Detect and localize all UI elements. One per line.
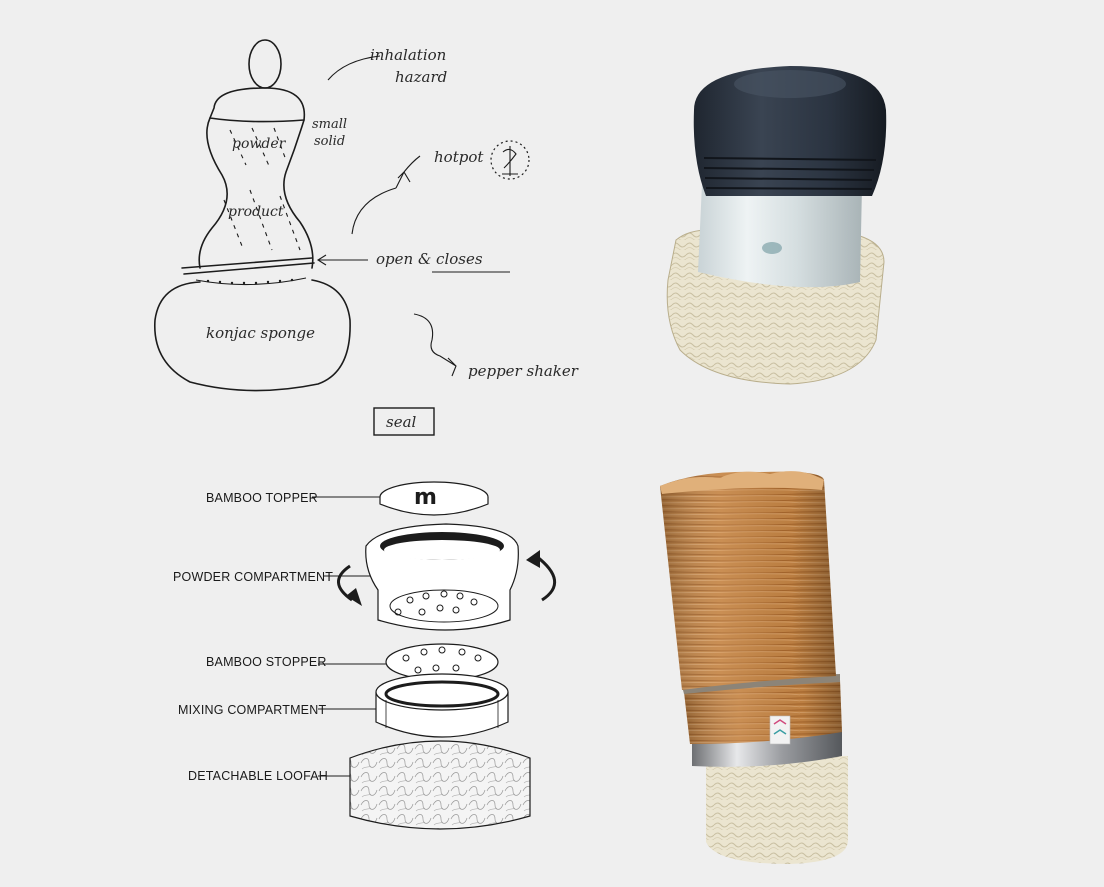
seal-box	[373, 407, 435, 436]
note-solid-2: solid	[314, 134, 345, 149]
sponge-sketch	[154, 279, 351, 392]
label-bamboo-topper: BAMBOO TOPPER	[206, 491, 318, 505]
label-seal: seal	[386, 413, 417, 431]
cap-loop-sketch	[248, 39, 282, 89]
label-mixing-compartment: MIXING COMPARTMENT	[178, 703, 326, 717]
brand-logo-icon: m	[414, 485, 437, 510]
bamboo-topper-part: m	[379, 481, 489, 516]
note-hazard-2: hazard	[395, 68, 447, 86]
concept-sketch: inhalation hazard small solid powder pro…	[154, 39, 579, 436]
label-powder: powder	[232, 136, 287, 152]
bottle-base-sketch	[195, 277, 307, 286]
wood-top-edge	[660, 471, 824, 494]
label-powder-compartment: POWDER COMPARTMENT	[173, 570, 333, 584]
open-close-arrowhead	[316, 254, 327, 266]
pepper-arrow	[413, 313, 457, 377]
cap-ridges	[703, 157, 877, 190]
mixing-compartment-part	[375, 673, 509, 738]
hotpot-icon	[490, 140, 530, 180]
hotpot-arrow	[351, 155, 421, 235]
label-bamboo-stopper: BAMBOO STOPPER	[206, 655, 327, 669]
label-detachable-loofah: DETACHABLE LOOFAH	[188, 769, 328, 783]
note-pepper: pepper shaker	[468, 362, 579, 380]
stopper-holes	[402, 646, 482, 674]
glass-reflection	[762, 242, 782, 254]
wood-seam-band	[682, 674, 840, 694]
bottle-hatching	[223, 127, 301, 251]
grinder-cap	[693, 66, 887, 196]
exploded-diagram: BAMBOO TOPPER POWDER COMPARTMENT BAMBOO …	[173, 481, 557, 830]
bottle-body-sketch	[198, 117, 314, 269]
photo-wood-prototype	[660, 471, 848, 864]
note-hotpot: hotpot	[434, 148, 484, 166]
glass-jar	[698, 184, 862, 288]
photo-grinder-prototype	[666, 66, 887, 385]
detachable-loofah-part	[349, 740, 531, 830]
note-solid-1: small	[312, 117, 347, 132]
seal-band-sketch	[181, 257, 315, 275]
label-product: product	[228, 204, 284, 220]
powder-compartment-part	[337, 523, 557, 631]
rotate-right-arrow-icon	[535, 554, 557, 602]
loofah-base-2	[706, 756, 848, 864]
cap-highlight	[734, 70, 846, 98]
note-hazard-1: inhalation	[370, 46, 446, 64]
leader-lines	[312, 496, 392, 777]
hazard-leader	[327, 55, 381, 81]
base-dots-sketch	[206, 278, 294, 285]
cap-sketch	[209, 87, 306, 123]
label-sponge: konjac sponge	[206, 324, 315, 342]
note-open-close: open & closes	[376, 250, 483, 268]
powder-holes	[394, 590, 478, 616]
